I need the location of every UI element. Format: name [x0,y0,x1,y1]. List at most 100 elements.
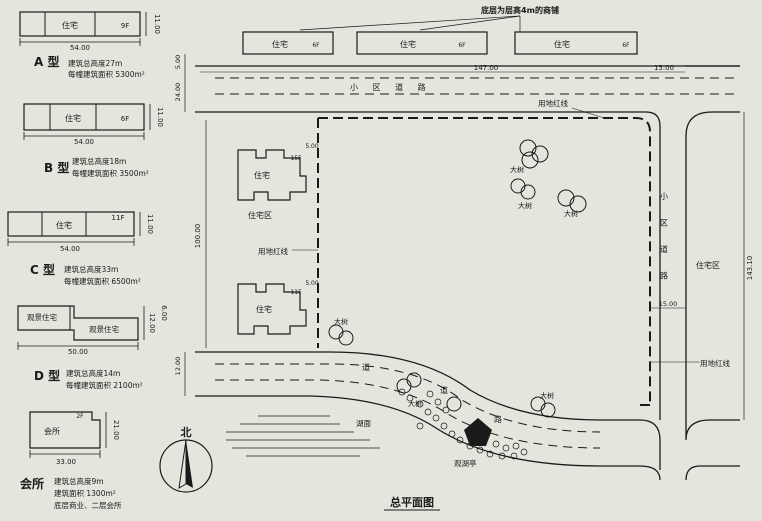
tree-label-4: 大树 [334,317,348,326]
existing-buildings: 住宅 15F 住宅 11F 住宅区 5.00 5.00 100.00 [194,120,319,348]
tree-label-5: 大树 [408,399,422,408]
pavilion-icon [464,418,492,446]
dim-bottom-road: 12.00 [174,357,182,376]
type-a-legend: 住宅 9F 54.00 11.00 A 型 建筑总高度27m 每幢建筑面积 53… [19,11,161,79]
type-d-legend: 观景住宅 观景住宅 50.00 12.00 6.00 D 型 建筑总高度14m … [17,305,168,390]
type-d-area: 每幢建筑面积 2100m² [66,380,143,390]
clubhouse-legend: 会所 2F 33.00 21.00 会所 建筑总高度9m 建筑面积 1300m²… [20,411,122,510]
existing-bldg-2-floors: 11F [290,289,302,296]
lake-label: 湖面 [356,419,371,428]
top-building-2-floors: 6F [458,42,466,49]
type-c-letter: C 型 [30,262,55,277]
type-c-unit-label: 住宅 [56,220,72,230]
dim-site-height: 100.00 [194,224,202,249]
site-boundary: 用地红线 用地红线 用地红线 [258,98,730,406]
type-b-unit-label: 住宅 [65,113,81,123]
clubhouse-length: 33.00 [56,458,76,466]
dim-right-road: 15.00 [654,64,674,72]
type-d-length: 50.00 [68,348,88,356]
north-arrow-icon [186,440,193,488]
top-building-1-label: 住宅 [272,39,288,49]
right-area: 小 区 道 路 住宅区 143.10 15.00 [650,112,754,420]
type-b-length: 54.00 [74,138,94,146]
type-b-height: 建筑总高度18m [72,156,126,166]
clubhouse-note: 底层商业、二层会所 [54,500,122,510]
dim-right-height: 143.10 [746,256,754,281]
type-b-letter: B 型 [44,160,69,175]
type-d-depth-2: 6.00 [160,305,168,321]
top-note: 底层为层高4m的商铺 [480,5,559,15]
type-c-floors: 11F [112,214,125,222]
redline-label-left: 用地红线 [258,246,288,256]
tree-labels: 大树 大树 大树 大树 大树 大树 [334,165,578,408]
type-d-height: 建筑总高度14m [66,368,120,378]
redline-label-top: 用地红线 [538,98,568,108]
type-d-letter: D 型 [34,368,60,383]
top-dimensions: 5.00 24.00 147.00 15.00 [174,54,685,112]
shoreline-planting [398,388,528,460]
dim-site-width: 147.00 [474,64,499,72]
dim-bldg-gap-2: 5.00 [305,280,319,287]
type-c-length: 54.00 [60,245,80,253]
type-a-letter: A 型 [34,54,59,69]
dim-top-setback: 5.00 [174,55,182,69]
tree-label-2: 大树 [518,201,532,210]
type-c-height: 建筑总高度33m [64,264,118,274]
clubhouse-depth: 21.00 [112,420,120,440]
lake: 湖面 [226,415,380,457]
type-a-area: 每幢建筑面积 5300m² [68,69,145,79]
residential-right: 住宅区 [696,260,720,270]
type-a-depth: 11.00 [153,14,161,34]
north-label: 北 [181,425,192,439]
top-building-3-label: 住宅 [554,39,570,49]
type-b-legend: 住宅 6F 54.00 11.00 B 型 建筑总高度18m 每幢建筑面积 35… [23,103,164,178]
redline-label-right: 用地红线 [700,358,730,368]
top-building-1-floors: 6F [312,42,320,49]
type-d-depth-1: 12.00 [148,313,156,333]
road-bottom-label-1: 道 [362,362,370,372]
tree-label-6: 大树 [540,391,554,400]
residential-left: 住宅区 [248,210,272,220]
dim-right-setback: 15.00 [659,300,678,308]
road-right-label: 小 区 道 路 [660,192,669,288]
clubhouse-letter: 会所 [20,476,44,491]
type-b-area: 每幢建筑面积 3500m² [72,168,149,178]
north-arrow: 北 [159,425,213,493]
existing-bldg-1-label: 住宅 [254,170,270,180]
top-road: 小 区 道 路 [195,65,740,420]
type-a-height: 建筑总高度27m [68,58,122,68]
plan-title: 总平面图 [390,495,434,509]
type-c-area: 每幢建筑面积 6500m² [64,276,141,286]
trees [328,139,587,418]
top-buildings: 住宅 6F 住宅 6F 住宅 6F 底层为层高4m的商铺 [242,5,638,55]
existing-bldg-1-floors: 15F [290,155,302,162]
type-c-legend: 住宅 11F 54.00 11.00 C 型 建筑总高度33m 每幢建筑面积 6… [7,211,154,286]
clubhouse-unit-label: 会所 [44,426,60,436]
type-a-unit-label: 住宅 [62,20,78,30]
tree-label-3: 大树 [564,209,578,218]
existing-bldg-2-label: 住宅 [256,304,272,314]
type-b-depth: 11.00 [156,107,164,127]
bottom-road: 12.00 道 道 路 [174,351,740,481]
clubhouse-height: 建筑总高度9m [54,476,104,486]
top-building-3-floors: 6F [622,42,630,49]
type-d-unit-label-2: 观景住宅 [89,324,119,334]
road-bottom-label-3: 道 [440,385,448,395]
road-top-label: 小 区 道 路 [350,82,432,92]
tree-label-1: 大树 [510,165,524,174]
clubhouse-floors: 2F [76,413,84,420]
type-a-floors: 9F [121,22,129,30]
pavilion: 观湖亭 [454,418,492,468]
road-bottom-label-2: 路 [494,414,502,424]
clubhouse-area: 建筑面积 1300m² [54,488,116,498]
dim-road-top: 24.00 [174,83,182,102]
type-c-depth: 11.00 [146,214,154,234]
pavilion-label: 观湖亭 [454,458,477,468]
type-a-length: 54.00 [70,44,90,52]
dim-bldg-gap-1: 5.00 [305,143,319,150]
type-b-floors: 6F [121,115,129,123]
type-d-unit-label-1: 观景住宅 [27,312,57,322]
top-building-2-label: 住宅 [400,39,416,49]
